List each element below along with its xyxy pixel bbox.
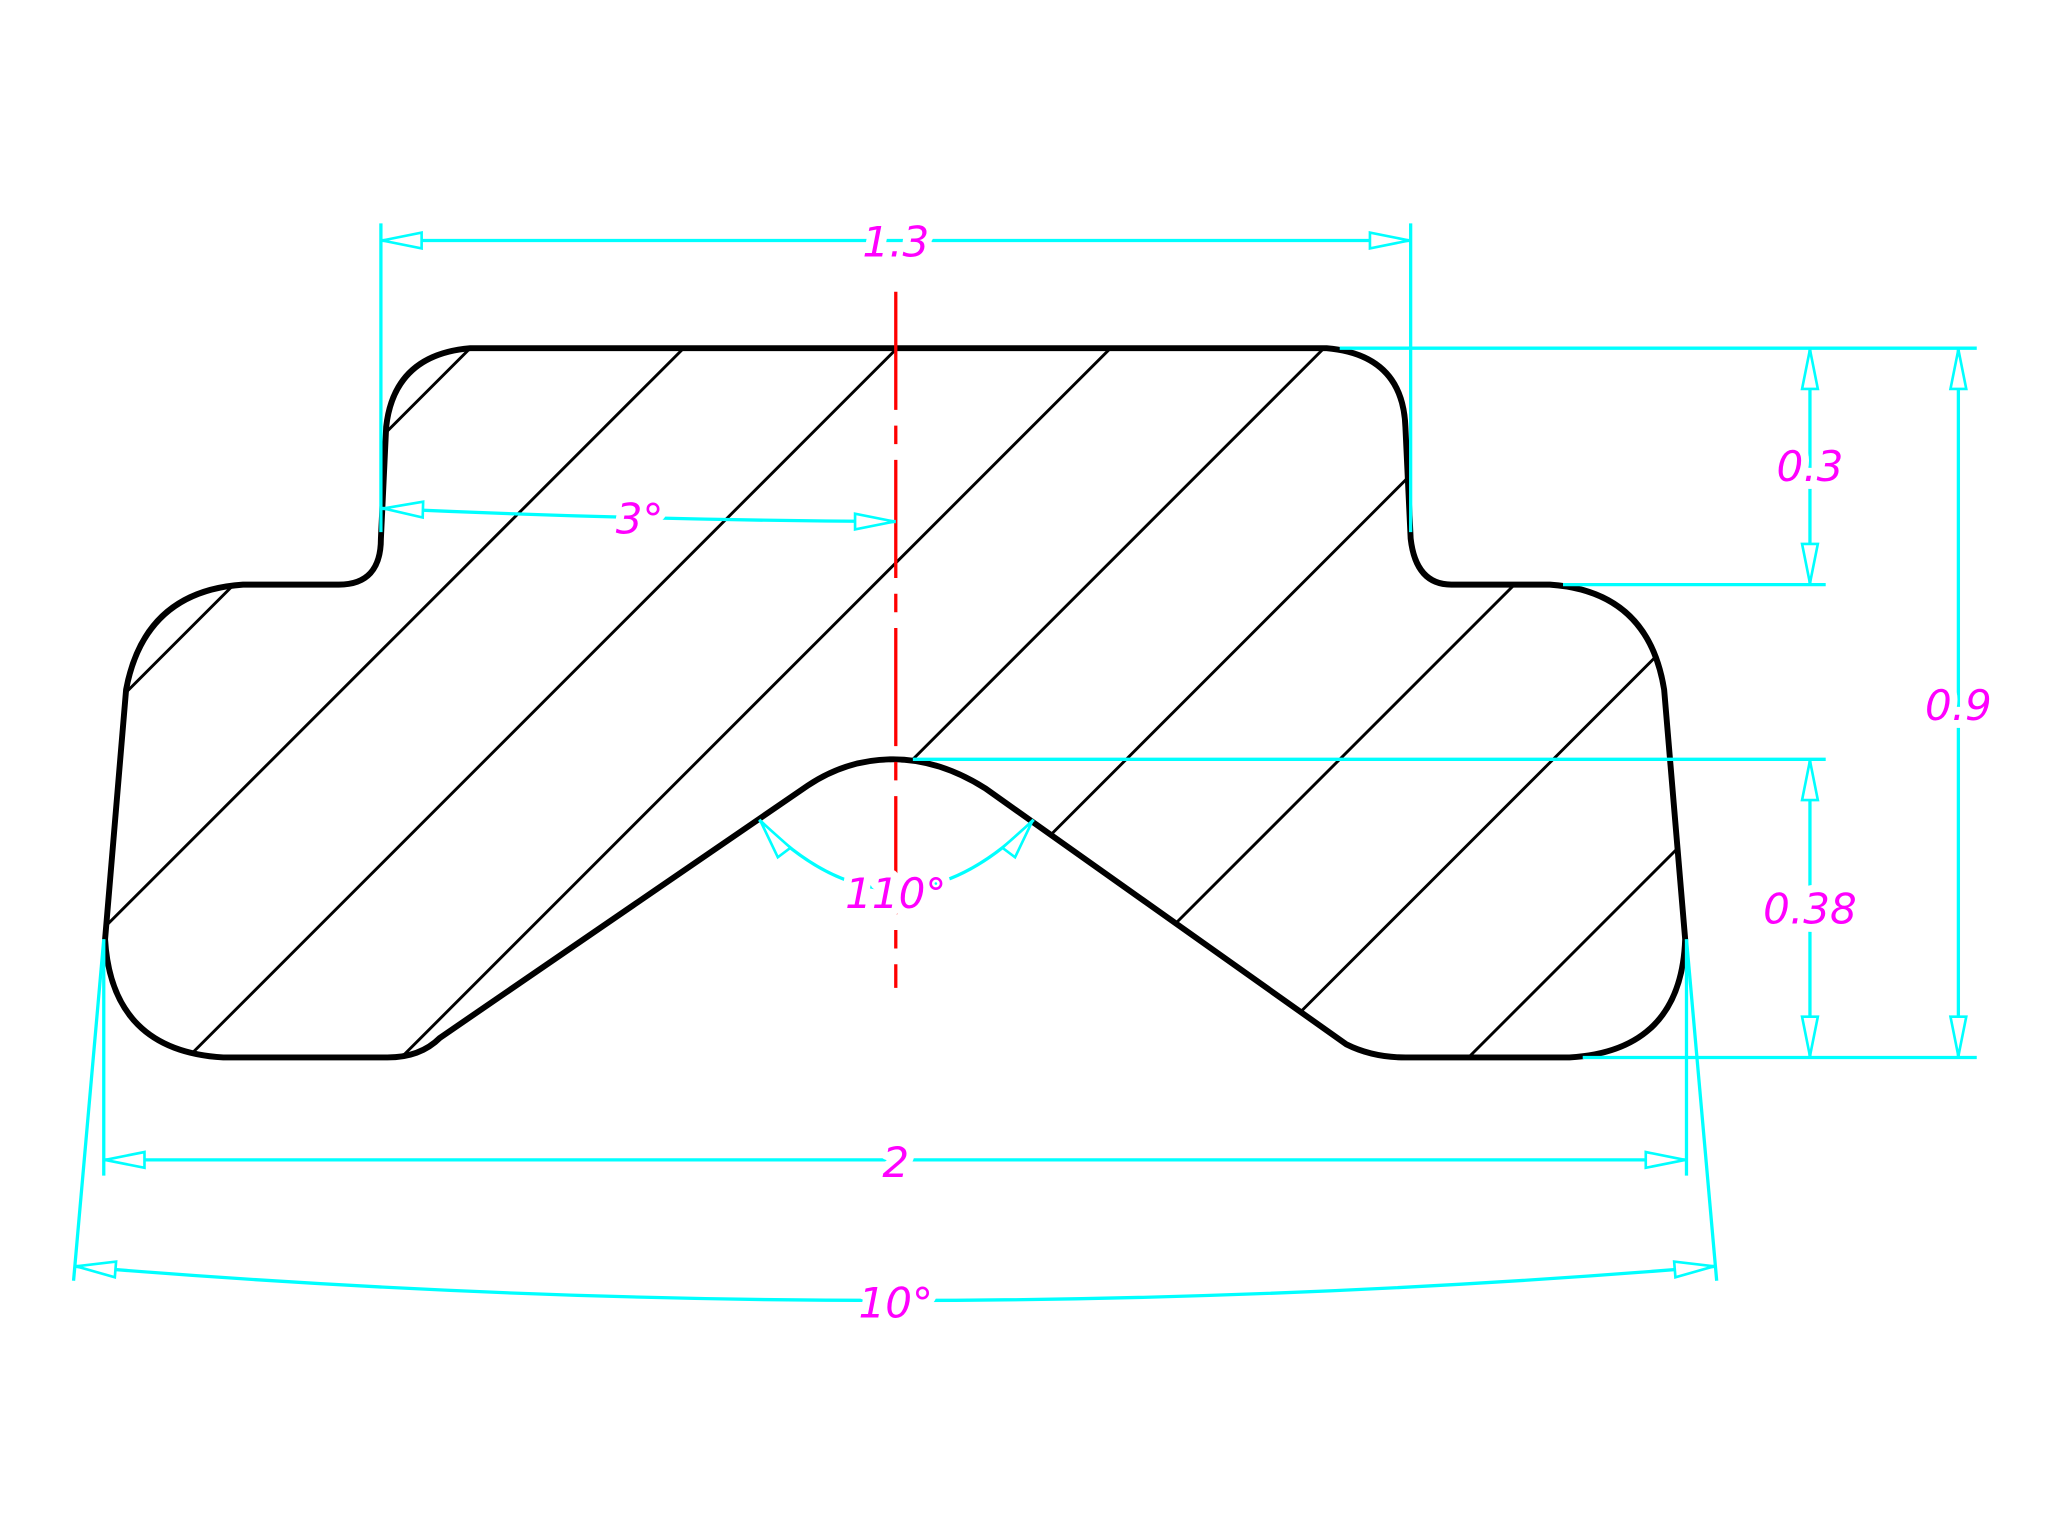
arrowheads bbox=[75, 231, 1968, 1280]
dim-text-side-taper-angle: 10° bbox=[859, 1279, 933, 1328]
section-hatching bbox=[105, 348, 1686, 1058]
arrowhead bbox=[1800, 542, 1820, 584]
dim-text-bottom-width: 2 bbox=[882, 1138, 909, 1187]
dim-arc-groove-angle bbox=[758, 818, 1035, 891]
hatch-line bbox=[488, 348, 1411, 1058]
arrowhead bbox=[383, 500, 425, 520]
arrowhead bbox=[381, 231, 423, 250]
arrowhead bbox=[1800, 1015, 1820, 1057]
hatch-line bbox=[105, 348, 984, 1058]
dim-text-groove-angle: 110° bbox=[845, 869, 946, 918]
arrowhead bbox=[1672, 1260, 1715, 1280]
arrowhead bbox=[1948, 349, 1968, 391]
dim-text-total-height: 0.9 bbox=[1925, 681, 1992, 730]
arrowhead bbox=[1368, 231, 1410, 250]
hatch-line bbox=[1129, 348, 1686, 1058]
hatch-line bbox=[105, 348, 557, 1058]
hatch-line bbox=[275, 348, 1197, 1058]
arrowhead bbox=[1800, 760, 1820, 802]
arrowhead bbox=[104, 1150, 146, 1170]
hatch-line bbox=[1342, 348, 1686, 1058]
extension-line bbox=[71, 939, 106, 1281]
dim-text-neck-taper-angle: 3° bbox=[616, 494, 664, 543]
hatch-line bbox=[105, 348, 771, 1058]
dim-arc-neck-taper bbox=[382, 506, 896, 524]
extension-line bbox=[1684, 939, 1719, 1281]
arrowhead bbox=[1000, 820, 1034, 860]
arrowhead bbox=[1948, 1015, 1968, 1057]
dimension-lines bbox=[71, 223, 1977, 1303]
dim-arc-side-taper bbox=[74, 1264, 1716, 1303]
arrowhead bbox=[759, 820, 793, 860]
dim-text-upper-height: 0.3 bbox=[1777, 442, 1844, 491]
dim-text-groove-depth: 0.38 bbox=[1763, 885, 1857, 934]
arrowhead bbox=[75, 1260, 118, 1280]
hatch-line bbox=[915, 348, 1686, 1058]
arrowhead bbox=[1800, 349, 1820, 391]
dim-text-top-width: 1.3 bbox=[862, 217, 929, 266]
profile-outline bbox=[102, 345, 1689, 1061]
arrowhead bbox=[853, 512, 895, 532]
arrowhead bbox=[1644, 1150, 1686, 1170]
hatch-line bbox=[702, 348, 1624, 1058]
